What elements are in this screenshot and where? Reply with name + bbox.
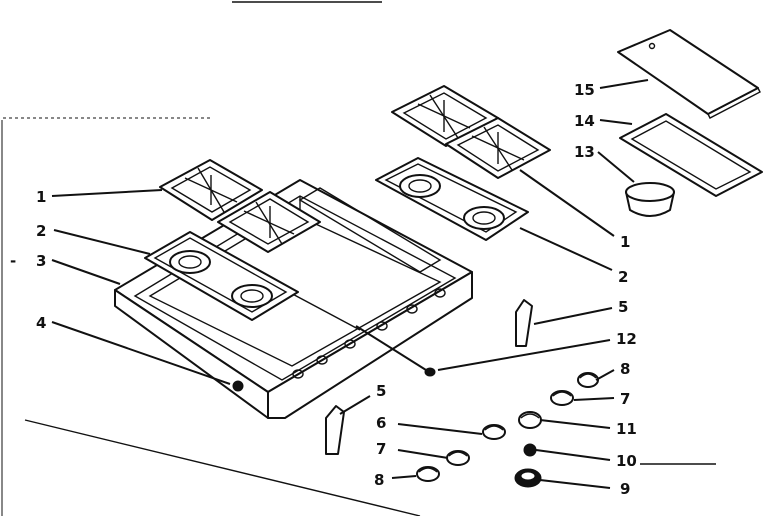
dial-part-9 bbox=[514, 468, 542, 488]
callout-3-dash: - bbox=[10, 252, 16, 270]
callout-6: 6 bbox=[376, 414, 386, 432]
grate-right-front bbox=[445, 117, 551, 179]
screw-part-12 bbox=[424, 367, 436, 377]
callout-14: 14 bbox=[574, 112, 595, 130]
callout-7-front: 7 bbox=[376, 440, 386, 458]
callout-11: 11 bbox=[616, 420, 637, 438]
callout-12: 12 bbox=[616, 330, 637, 348]
screw-part-4 bbox=[232, 380, 244, 392]
knob-part-11 bbox=[518, 411, 542, 429]
callout-9: 9 bbox=[620, 480, 630, 498]
callout-7-back: 7 bbox=[620, 390, 630, 408]
bezel-front-part-7 bbox=[446, 450, 470, 466]
callout-15: 15 bbox=[574, 81, 595, 99]
callout-2-left: 2 bbox=[36, 222, 46, 240]
knob-front-part-6 bbox=[482, 424, 506, 440]
burner-tray-right-part-2 bbox=[375, 157, 529, 241]
bracket-front-part-5 bbox=[325, 405, 345, 455]
spring-part-10 bbox=[523, 443, 537, 457]
callout-2-right: 2 bbox=[618, 268, 628, 286]
scan-border-lines bbox=[1, 1, 716, 516]
grate-left-front bbox=[217, 191, 321, 253]
leader-lines bbox=[51, 79, 649, 489]
grate-left-rear bbox=[159, 159, 263, 221]
bezel-back-part-7 bbox=[550, 390, 574, 406]
callout-10: 10 bbox=[616, 452, 637, 470]
callout-13: 13 bbox=[574, 143, 595, 161]
cup-part-13 bbox=[625, 182, 675, 217]
callout-8-front: 8 bbox=[374, 471, 384, 489]
knob-back-part-8 bbox=[577, 372, 599, 388]
callout-8-back: 8 bbox=[620, 360, 630, 378]
callout-5-front: 5 bbox=[376, 382, 386, 400]
callout-4: 4 bbox=[36, 314, 46, 332]
callout-5-back: 5 bbox=[618, 298, 628, 316]
valve-holes bbox=[292, 288, 446, 379]
bracket-back-part-5 bbox=[515, 299, 533, 347]
callout-1-left: 1 bbox=[36, 188, 46, 206]
callout-1-right: 1 bbox=[620, 233, 630, 251]
drip-tray-part-14 bbox=[619, 113, 763, 197]
burner-tray-left-part-2 bbox=[144, 231, 299, 321]
callout-3: 3 bbox=[36, 252, 46, 270]
cover-part-15 bbox=[617, 29, 761, 119]
knob-front-part-8 bbox=[416, 466, 440, 482]
callout-labels: 1 2 - 3 4 5 6 7 8 15 14 13 1 2 5 12 8 7 … bbox=[10, 81, 637, 498]
